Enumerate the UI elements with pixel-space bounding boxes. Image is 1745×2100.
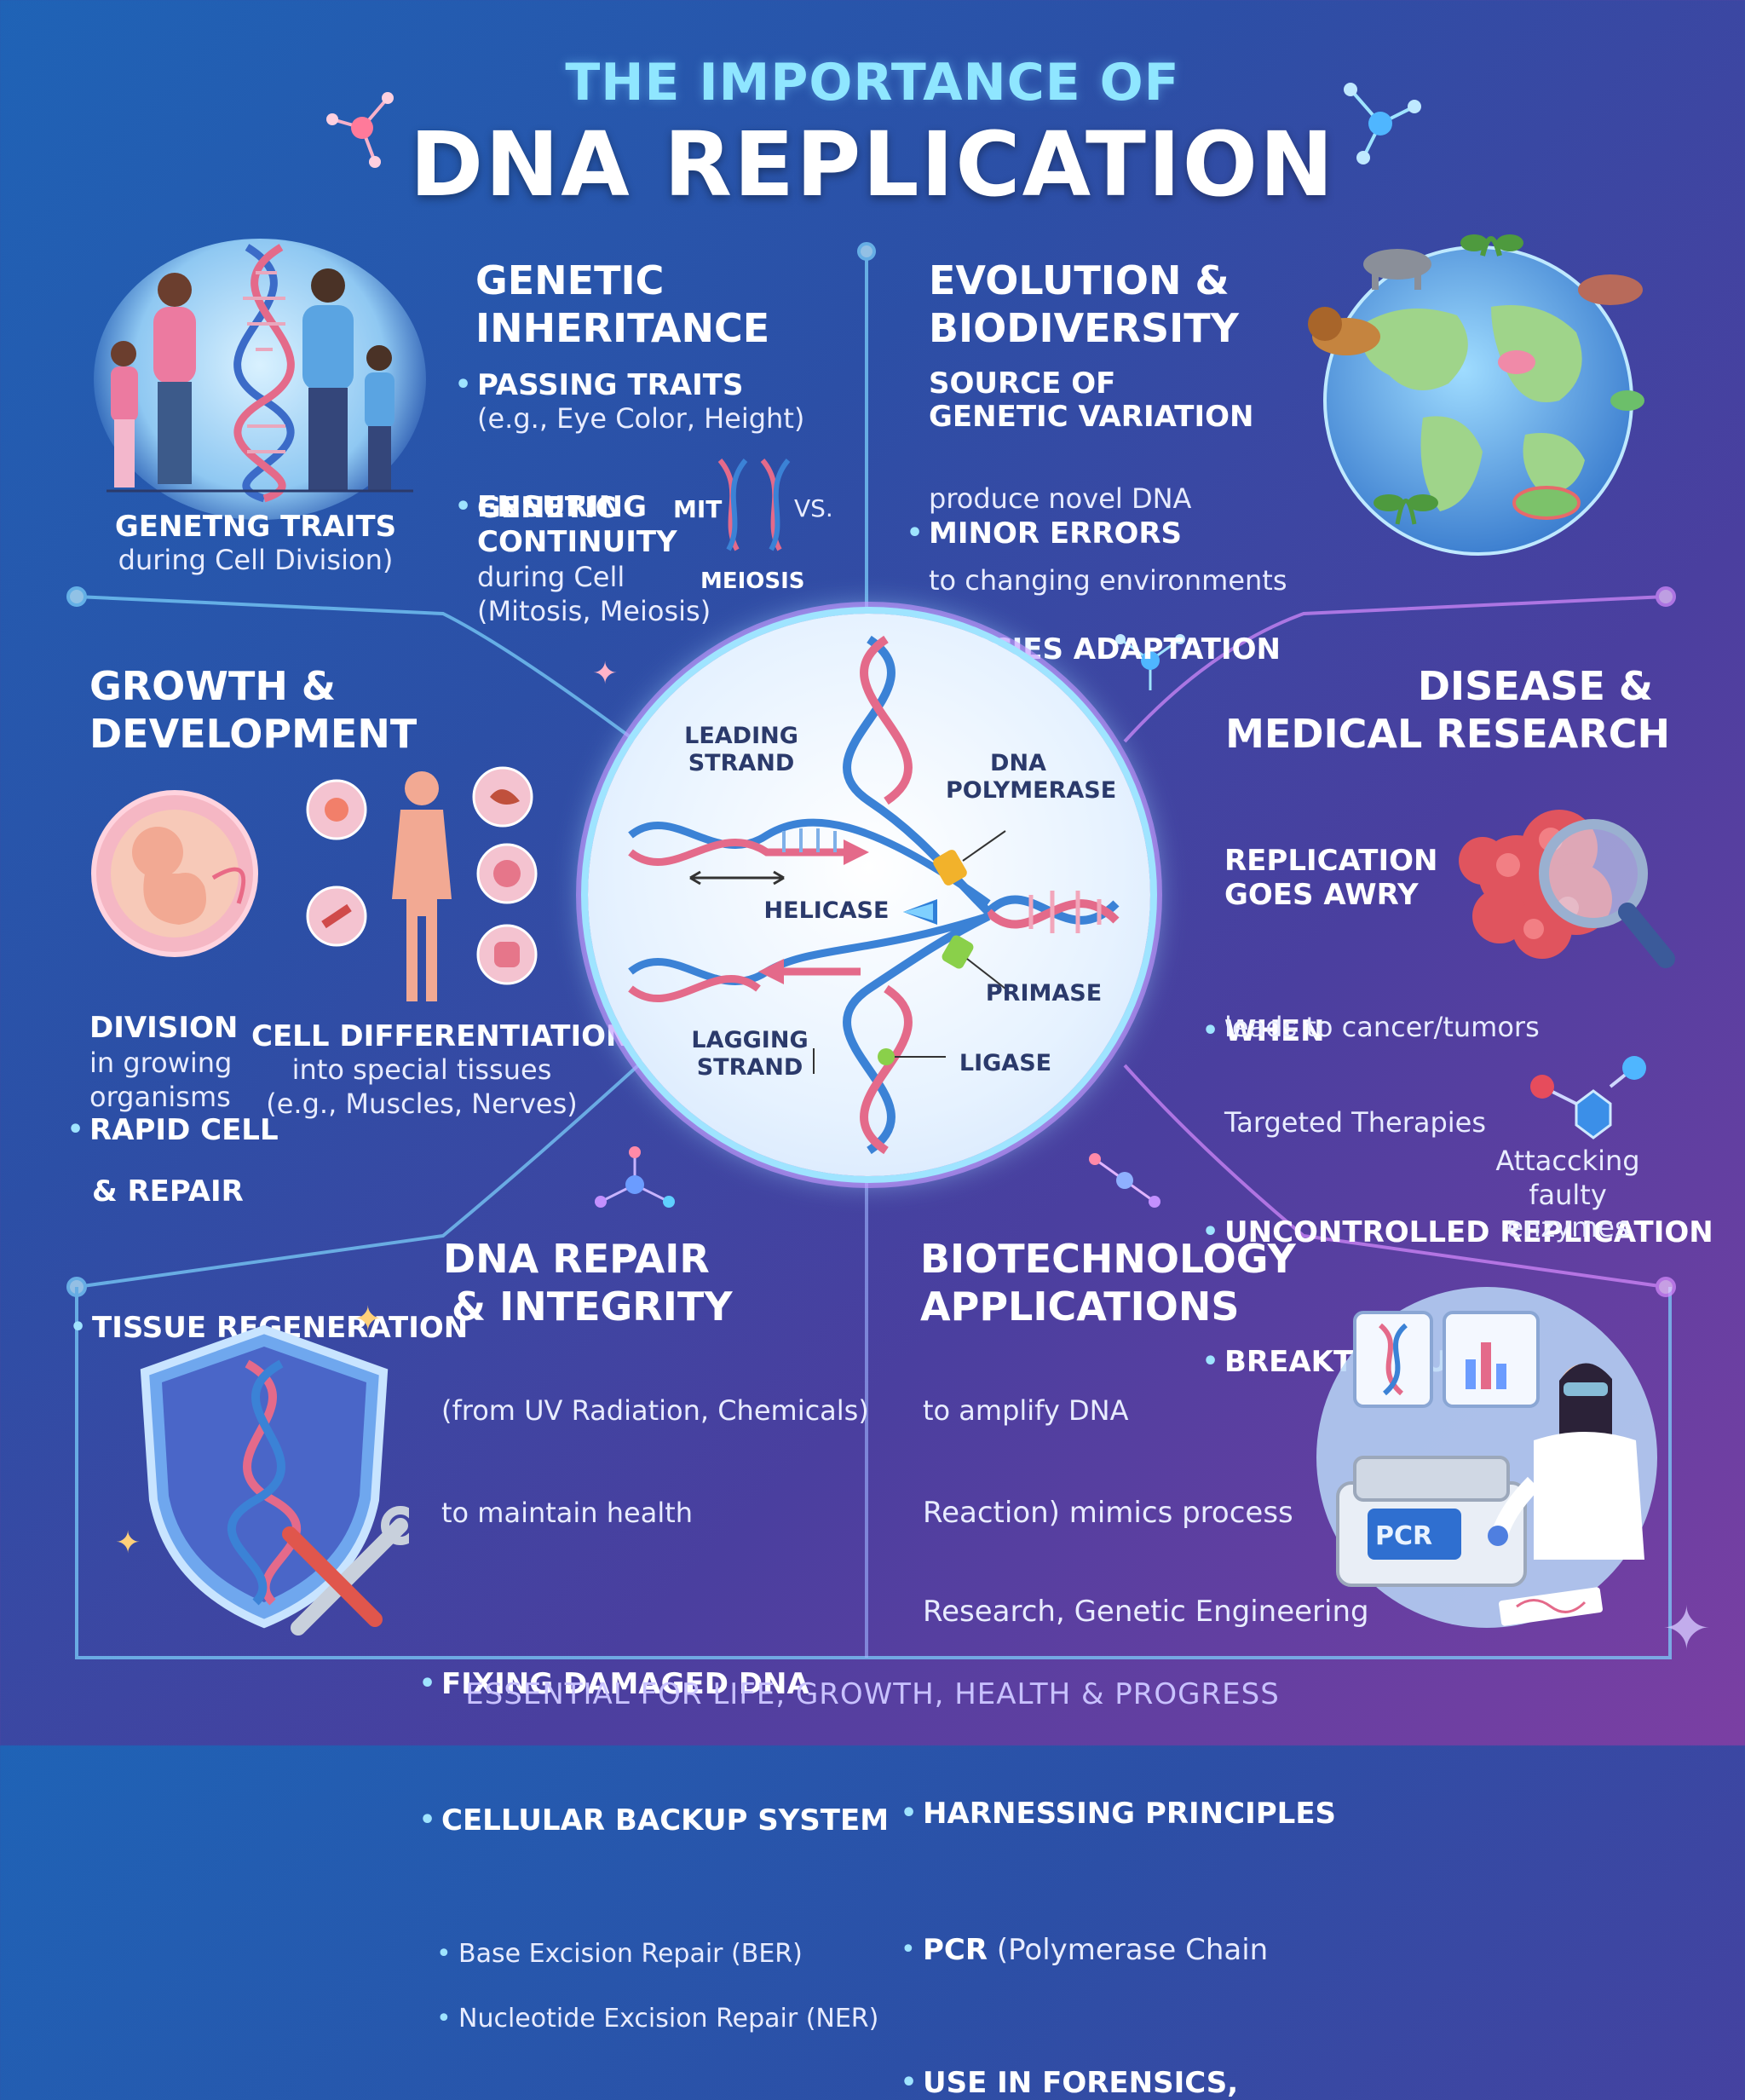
cell-differentiation-sub1: into special tissues: [291, 1053, 552, 1086]
title-top: THE IMPORTANCE OF: [565, 53, 1180, 112]
genetic-bullet-1-sub: (e.g., Eye Color, Height): [477, 402, 805, 435]
genetic-caption-1: GENETNG TRAITS: [114, 510, 397, 544]
evolution-bullet-1: MINOR ERRORS: [907, 516, 1745, 551]
lagging-strand-label-1: LAGGING: [691, 1027, 809, 1053]
footer-tagline: ESSENTIAL FOR LIFE, GROWTH, HEALTH & PRO…: [465, 1677, 1280, 1711]
growth-heading-2: DEVELOPMENT: [89, 711, 418, 757]
genetic-bullet-2-sub1: during Cell: [477, 561, 625, 593]
disease-bullet-1-line1: WHEN: [1202, 1014, 1745, 1048]
disease-bullet-3-sub: Targeted Therapies: [1224, 1106, 1487, 1139]
growth-bullet-1-line1: RAPID CELL: [67, 1113, 1745, 1147]
dna-polymerase-label-1: DNA: [990, 750, 1046, 776]
biotech-bullet-1-sub: to amplify DNA: [923, 1394, 1129, 1427]
repair-bullet-4: Nucleotide Excision Repair (NER): [436, 2004, 1745, 2034]
replication-fork-diagram: [628, 635, 1120, 1155]
biotech-pcr-rest: (Polymerase Chain: [988, 1933, 1269, 1967]
biotech-bullet-3: USE IN FORENSICS,: [901, 2066, 1745, 2100]
growth-bullet-1-sub1: in growing: [89, 1047, 233, 1079]
vs-label: VS.: [794, 494, 833, 522]
biotech-bullet-3-sub: Research, Genetic Engineering: [923, 1595, 1369, 1629]
meiosis-label: MEIOSIS: [700, 568, 805, 594]
page-title: DNA REPLICATION: [409, 112, 1336, 216]
sparkle-icon: ✦: [115, 1526, 141, 1561]
shield-dna-icon: [140, 1324, 409, 1636]
human-body-icon: [306, 766, 538, 1001]
repair-bullet-2-sub: to maintain health: [441, 1497, 694, 1529]
genetic-bullet-2-sub2: (Mitosis, Meiosis): [477, 595, 711, 627]
disease-bullet-1-line2: REPLICATION: [1224, 844, 1438, 878]
leading-strand-label-2: STRAND: [688, 750, 795, 776]
genetic-bullet-1: PASSING TRAITS: [455, 368, 1745, 402]
biotech-heading-2: APPLICATIONS: [920, 1284, 1240, 1330]
genetic-caption-2: during Cell Division): [118, 544, 394, 576]
genetic-bullet-2-line1: ENSURING: [455, 490, 1745, 524]
genetic-heading-2: INHERITANCE: [475, 305, 770, 351]
growth-bullet-1-line2: DIVISION: [89, 1011, 239, 1045]
biotech-pcr-bold: PCR: [923, 1933, 988, 1967]
genetic-heading-1: GENETIC: [475, 257, 665, 303]
cell-differentiation-title: CELL DIFFERENTIATION: [251, 1019, 631, 1053]
sparkle-icon: ✦: [592, 656, 619, 691]
growth-heading-1: GROWTH &: [89, 663, 337, 709]
molecule-icon: [1344, 83, 1421, 164]
ligase-label: LIGASE: [959, 1050, 1052, 1076]
repair-bullet-1: FIXING DAMAGED DNA: [419, 1667, 1745, 1701]
pcr-machine-label: PCR: [1375, 1521, 1433, 1551]
disease-bullet-2-sub: leads to cancer/tumors: [1224, 1011, 1540, 1043]
globe-icon: [1308, 234, 1644, 556]
genetic-bullet-2-line2: GENETIC: [477, 491, 617, 525]
disease-heading-2: MEDICAL RESEARCH: [1225, 711, 1670, 757]
leading-strand-label-1: LEADING: [684, 723, 798, 749]
biotech-bullet-2: PCR (Polymerase Chain: [901, 1933, 1745, 1967]
biotech-bullet-1: HARNESSING PRINCIPLES: [901, 1797, 1745, 1831]
mitosis-label: MIT: [673, 495, 723, 523]
enzyme-molecule-icon: [1530, 1056, 1646, 1139]
evolution-subheading-2: GENETIC VARIATION: [929, 400, 1254, 434]
repair-heading-1: DNA REPAIR: [443, 1236, 710, 1282]
sparkle-icon: ✦: [1661, 1594, 1712, 1664]
molecule-icon: [326, 92, 394, 168]
evolution-heading-1: EVOLUTION &: [929, 257, 1230, 303]
evolution-heading-2: BIODIVERSITY: [929, 305, 1239, 351]
molecule-icon: [595, 1146, 675, 1208]
cell-differentiation-sub2: (e.g., Muscles, Nerves): [266, 1088, 578, 1120]
dna-polymerase-label-2: POLYMERASE: [946, 777, 1117, 804]
tumor-magnifier-icon: [1459, 810, 1675, 968]
disease-note-2: faulty enzymes: [1506, 1179, 1629, 1243]
molecule-icon: [1089, 1153, 1160, 1208]
sparkle-icon: ✦: [354, 1300, 383, 1339]
embryo-icon: [91, 790, 258, 957]
disease-bullet-2: UNCONTROLLED REPLICATION: [1202, 1215, 1745, 1249]
genetic-bullet-2-line3: CONTINUITY: [477, 525, 677, 559]
family-dna-icon: [107, 244, 413, 503]
pcr-lab-illustration: [1316, 1287, 1657, 1628]
repair-bullet-1-sub: (from UV Radiation, Chemicals): [441, 1394, 869, 1427]
disease-bullet-1-line3: GOES AWRY: [1224, 878, 1419, 912]
lagging-strand-label-2: STRAND: [696, 1054, 803, 1081]
biotech-heading-1: BIOTECHNOLOGY: [920, 1236, 1296, 1282]
disease-note-1: Attaccking: [1495, 1145, 1640, 1177]
repair-heading-2: & INTEGRITY: [452, 1284, 733, 1330]
evolution-bullet-1-sub: produce novel DNA: [929, 482, 1192, 515]
primase-label: PRIMASE: [985, 980, 1103, 1007]
biotech-bullet-2-sub: Reaction) mimics process: [923, 1496, 1293, 1530]
growth-bullet-1-sub2: organisms: [89, 1081, 231, 1113]
replication-fork-circle: [588, 614, 1150, 1176]
chromosome-dna-icon: [717, 459, 791, 551]
evolution-subheading-1: SOURCE OF: [929, 366, 1116, 401]
evolution-bullet-2-sub: to changing environments: [929, 564, 1287, 597]
helicase-label: HELICASE: [763, 897, 890, 924]
growth-bullet-2-line2: & REPAIR: [92, 1174, 244, 1209]
disease-heading-1: DISEASE &: [1417, 663, 1653, 709]
